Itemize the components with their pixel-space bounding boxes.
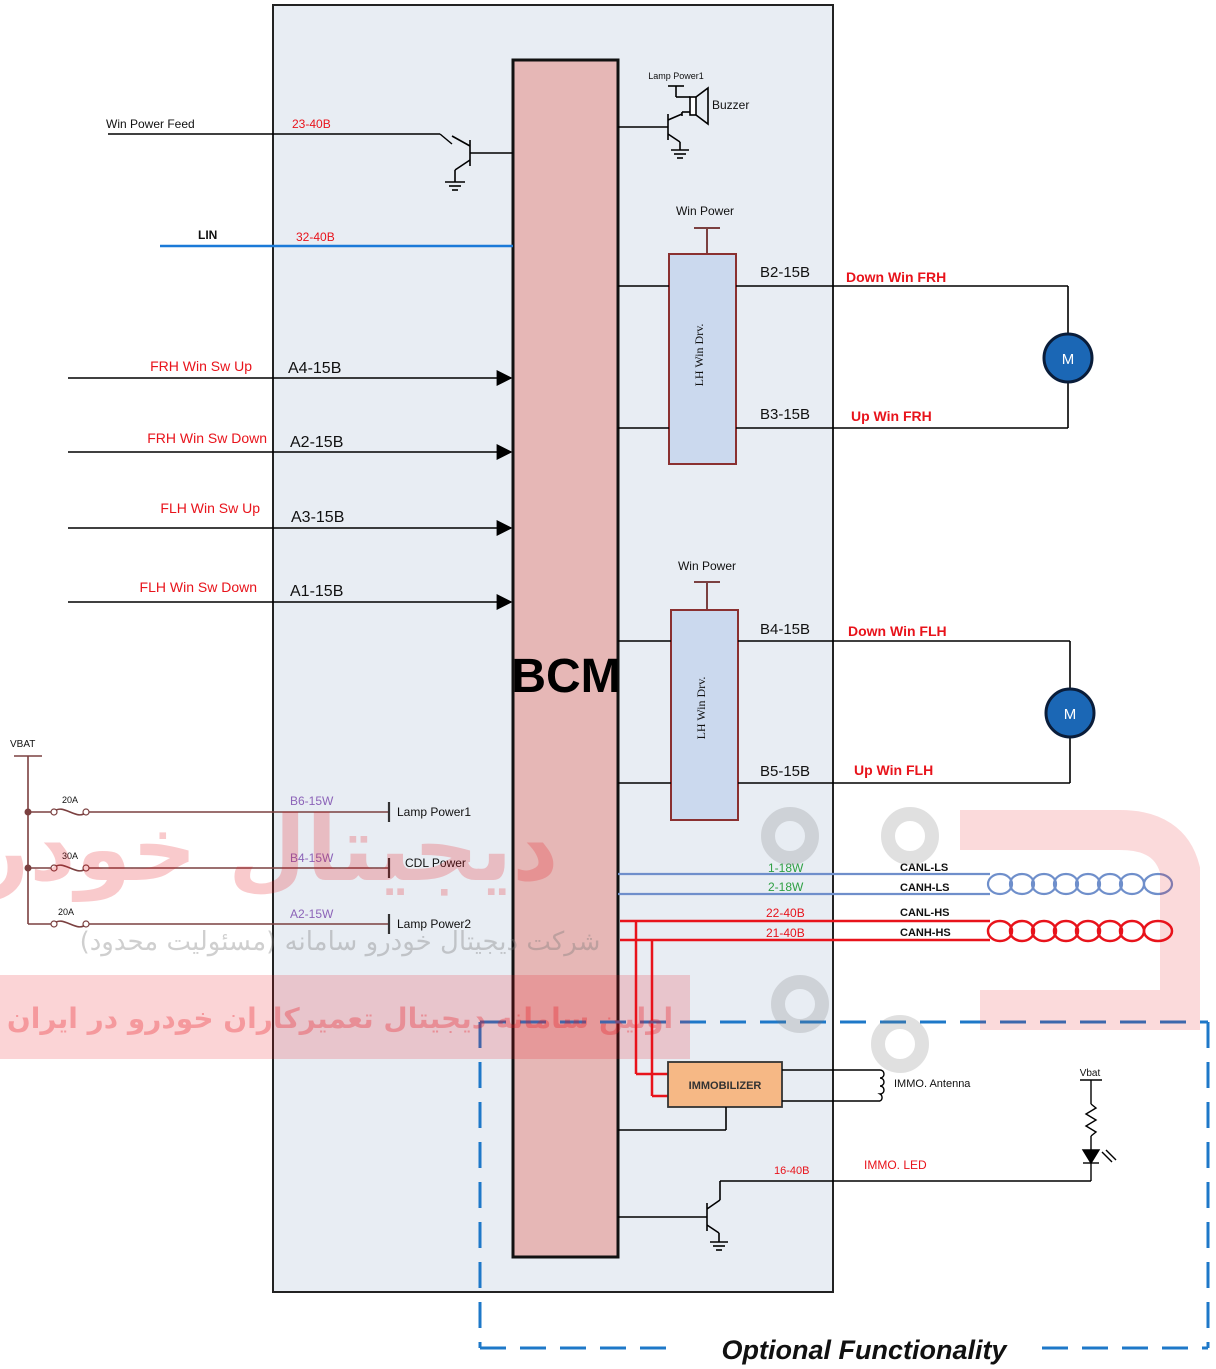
win-power-feed-line [108, 133, 453, 145]
can-4-label: CANH-HS [900, 927, 951, 939]
driver-2-block [670, 609, 739, 821]
fuse-nodes [24, 808, 90, 928]
flh-down-pin: A1-15B [290, 583, 343, 600]
frh-down-pin: A2-15B [290, 434, 343, 451]
led-pin: 16-40B [774, 1165, 809, 1177]
motor-2-icon [1044, 687, 1096, 739]
driver-1-out-b-label: Up Win FRH [851, 408, 932, 424]
watermark-line1: شرکت دیجیتال خودرو سامانه (مسئولیت محدود… [80, 927, 601, 957]
driver-1-out-a-pin: B2-15B [760, 264, 810, 281]
fuse-3-label: Lamp Power2 [397, 917, 471, 931]
lin-label: LIN [198, 228, 217, 242]
can-ls-wires [618, 872, 990, 896]
fuse-1-rating: 20A [62, 795, 78, 805]
can-1-pin: 1-18W [768, 861, 804, 875]
fuse-2-label: CDL Power [405, 856, 466, 870]
watermark-banner [0, 975, 690, 1059]
driver-2-out-b-pin: B5-15B [760, 763, 810, 780]
input-wires [68, 370, 513, 610]
fuse-3-rating: 20A [58, 907, 74, 917]
driver-1-name: LH Win Drv. [692, 324, 706, 387]
led-transistor [618, 1181, 728, 1251]
bcm-label: BCM [511, 650, 620, 703]
immobilizer-ground-wire [618, 1107, 727, 1131]
driver-2-out-a-pin: B4-15B [760, 621, 810, 638]
driver-1-supply-label: Win Power [676, 204, 734, 218]
buzzer-icon [668, 85, 709, 126]
antenna-label: IMMO. Antenna [894, 1078, 971, 1090]
antenna-icon [782, 1069, 885, 1102]
can-hs-wires [620, 919, 990, 942]
fuse-1-label: Lamp Power1 [397, 805, 471, 819]
frh-down-label: FRH Win Sw Down [147, 430, 267, 446]
can-4-pin: 21-40B [766, 926, 805, 940]
can-3-pin: 22-40B [766, 906, 805, 920]
can-ls-twist [986, 872, 1174, 896]
flh-up-pin: A3-15B [291, 509, 344, 526]
fuse-1-pin: B6-15W [290, 794, 334, 808]
driver-1-out-a-label: Down Win FRH [846, 269, 946, 285]
driver-1-block [668, 253, 737, 465]
motor-2-label: M [1064, 706, 1077, 723]
can-1-label: CANL-LS [900, 862, 948, 874]
fuse-2-rating: 30A [62, 851, 78, 861]
motor-1-icon [1042, 332, 1094, 384]
buzzer-transistor [618, 113, 689, 159]
bcm-block [511, 58, 620, 1259]
led-label: IMMO. LED [864, 1158, 927, 1172]
motor-1-label: M [1062, 351, 1075, 368]
driver-2-wires [618, 640, 1071, 784]
immobilizer-can-taps [634, 921, 668, 1098]
win-power-transistor [445, 135, 513, 191]
driver-2-name: LH Win Drv. [694, 677, 708, 740]
win-power-feed-label: Win Power Feed [106, 117, 195, 131]
led-circuit [720, 1079, 1117, 1182]
driver-1-wires [618, 285, 1069, 429]
lin-pin: 32-40B [296, 230, 335, 244]
buzzer-supply-label: Lamp Power1 [648, 71, 704, 81]
immobilizer-label: IMMOBILIZER [689, 1080, 762, 1092]
driver-2-supply [694, 581, 720, 610]
vbat-label: VBAT [10, 739, 35, 750]
driver-1-out-b-pin: B3-15B [760, 406, 810, 423]
driver-2-out-b-label: Up Win FLH [854, 762, 933, 778]
frh-up-pin: A4-15B [288, 360, 341, 377]
flh-down-label: FLH Win Sw Down [140, 579, 257, 595]
fuse-2-pin: B4-15W [290, 851, 334, 865]
fuse-3-pin: A2-15W [290, 907, 334, 921]
watermark-logo-text: دیجیتال خودرو [0, 797, 558, 903]
watermark-logo [761, 807, 1200, 1073]
buzzer-label: Buzzer [712, 98, 749, 112]
driver-2-supply-label: Win Power [678, 559, 736, 573]
flh-up-label: FLH Win Sw Up [160, 500, 260, 516]
driver-1-supply [694, 227, 720, 254]
optional-region [478, 1020, 1210, 1350]
immobilizer-block [667, 1061, 783, 1108]
can-hs-twist [986, 919, 1174, 943]
optional-label: Optional Functionality [722, 1335, 1009, 1365]
driver-2-out-a-label: Down Win FLH [848, 623, 947, 639]
can-2-pin: 2-18W [768, 880, 804, 894]
can-2-label: CANH-LS [900, 882, 950, 894]
led-supply-label: Vbat [1080, 1068, 1101, 1079]
frh-up-label: FRH Win Sw Up [150, 358, 252, 374]
watermark-line2: اولین سامانه دیجیتال تعمیرکاران خودرو در… [7, 1002, 673, 1035]
win-power-feed-pin: 23-40B [292, 117, 331, 131]
can-3-label: CANL-HS [900, 907, 950, 919]
